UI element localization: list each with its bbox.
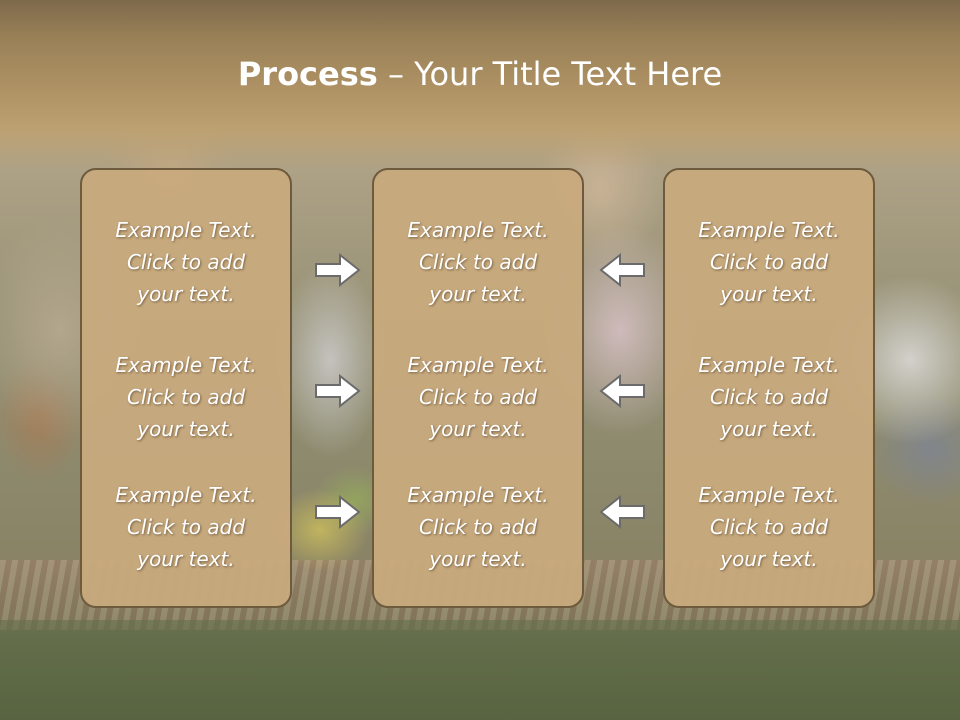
arrow-right-icon — [315, 252, 361, 288]
process-box-3[interactable]: Example Text. Click to add your text. Ex… — [663, 168, 875, 608]
text-line: Example Text. — [407, 218, 549, 242]
text-line: your text. — [137, 282, 235, 306]
arrow-left-icon — [599, 373, 645, 409]
process-box-1[interactable]: Example Text. Click to add your text. Ex… — [80, 168, 292, 608]
title-band — [0, 0, 960, 170]
background-grass — [0, 620, 960, 720]
text-block[interactable]: Example Text. Click to add your text. — [665, 479, 873, 575]
arrow-right-icon — [315, 373, 361, 409]
text-line: Click to add — [709, 385, 829, 409]
text-line: Click to add — [418, 515, 538, 539]
text-line: your text. — [429, 417, 527, 441]
text-line: Example Text. — [698, 483, 840, 507]
text-line: Click to add — [126, 385, 246, 409]
text-line: Example Text. — [115, 353, 257, 377]
text-line: your text. — [429, 547, 527, 571]
text-line: your text. — [720, 547, 818, 571]
text-line: your text. — [720, 417, 818, 441]
text-line: your text. — [137, 547, 235, 571]
text-line: your text. — [429, 282, 527, 306]
title-bold: Process — [237, 55, 378, 93]
text-line: Click to add — [709, 515, 829, 539]
slide-title[interactable]: Process – Your Title Text Here — [0, 52, 960, 96]
text-block[interactable]: Example Text. Click to add your text. — [82, 214, 290, 310]
text-block[interactable]: Example Text. Click to add your text. — [374, 349, 582, 445]
text-line: Example Text. — [407, 483, 549, 507]
text-line: your text. — [720, 282, 818, 306]
title-rest: – Your Title Text Here — [377, 55, 723, 93]
text-block[interactable]: Example Text. Click to add your text. — [82, 349, 290, 445]
text-line: your text. — [137, 417, 235, 441]
text-line: Example Text. — [407, 353, 549, 377]
text-line: Example Text. — [115, 218, 257, 242]
text-line: Click to add — [709, 250, 829, 274]
text-line: Click to add — [418, 385, 538, 409]
text-line: Example Text. — [698, 218, 840, 242]
text-line: Example Text. — [698, 353, 840, 377]
text-line: Click to add — [126, 250, 246, 274]
text-line: Example Text. — [115, 483, 257, 507]
arrow-left-icon — [599, 494, 645, 530]
arrow-left-icon — [599, 252, 645, 288]
arrow-right-icon — [315, 494, 361, 530]
text-block[interactable]: Example Text. Click to add your text. — [82, 479, 290, 575]
text-block[interactable]: Example Text. Click to add your text. — [665, 214, 873, 310]
text-block[interactable]: Example Text. Click to add your text. — [374, 479, 582, 575]
text-block[interactable]: Example Text. Click to add your text. — [374, 214, 582, 310]
process-box-2[interactable]: Example Text. Click to add your text. Ex… — [372, 168, 584, 608]
text-line: Click to add — [126, 515, 246, 539]
text-block[interactable]: Example Text. Click to add your text. — [665, 349, 873, 445]
text-line: Click to add — [418, 250, 538, 274]
